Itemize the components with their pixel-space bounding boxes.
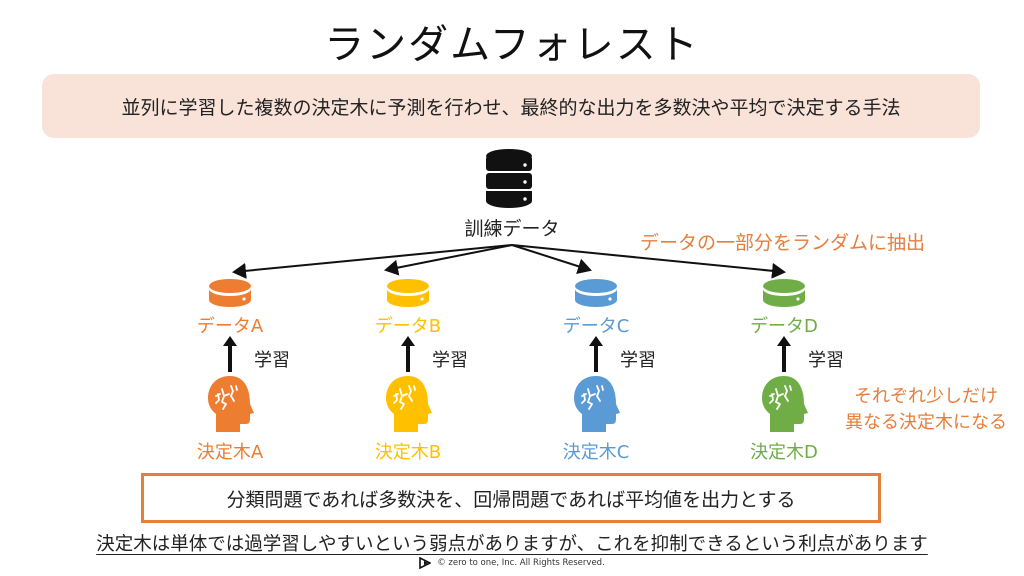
- data-label: データB: [374, 316, 442, 337]
- brain-head-icon: [208, 376, 254, 432]
- arrow-to-data-a: [232, 244, 513, 279]
- advantage-note: 決定木は単体では過学習しやすいという弱点がありますが、これを抑制できるという利点…: [0, 530, 1024, 556]
- difference-note-line-1: それぞれ少しだけ: [854, 386, 998, 407]
- up-arrow-icon: [777, 336, 791, 372]
- learn-label: 学習: [808, 350, 844, 371]
- learn-label: 学習: [620, 350, 656, 371]
- data-subset-icon: [763, 279, 805, 307]
- data-label: データC: [562, 316, 630, 337]
- up-arrow-icon: [589, 336, 603, 372]
- page-title: ランダムフォレスト: [324, 22, 700, 68]
- data-subset-icon: [387, 279, 429, 307]
- output-rule-text: 分類問題であれば多数決を、回帰問題であれば平均値を出力とする: [226, 488, 796, 511]
- difference-note-line-2: 異なる決定木になる: [845, 412, 1007, 433]
- summary-box: 並列に学習した複数の決定木に予測を行わせ、最終的な出力を多数決や平均で決定する手…: [42, 74, 980, 138]
- copyright-text: © zero to one, Inc. All Rights Reserved.: [437, 558, 605, 568]
- advantage-text: 決定木は単体では過学習しやすいという弱点がありますが、これを抑制できるという利点…: [96, 534, 928, 555]
- tree-label: 決定木A: [196, 442, 264, 463]
- output-rule-box: 分類問題であれば多数決を、回帰問題であれば平均値を出力とする: [141, 473, 881, 523]
- tree-label: 決定木D: [750, 442, 818, 463]
- data-label: データD: [750, 316, 818, 337]
- difference-note: それぞれ少しだけ 異なる決定木になる: [828, 384, 1024, 436]
- up-arrow-icon: [223, 336, 237, 372]
- brain-head-icon: [762, 376, 808, 432]
- play-logo-icon: [419, 557, 432, 569]
- brain-head-icon: [574, 376, 620, 432]
- tree-label: 決定木C: [562, 442, 630, 463]
- learn-label: 学習: [432, 350, 468, 371]
- arrow-to-data-b: [384, 244, 513, 276]
- learn-label: 学習: [254, 350, 290, 371]
- summary-text: 並列に学習した複数の決定木に予測を行わせ、最終的な出力を多数決や平均で決定する手…: [121, 96, 901, 119]
- data-subset-icon: [575, 279, 617, 307]
- tree-label: 決定木B: [374, 442, 442, 463]
- brain-head-icon: [386, 376, 432, 432]
- footer: © zero to one, Inc. All Rights Reserved.: [0, 557, 1024, 569]
- data-subset-icon: [209, 279, 251, 307]
- database-icon: [486, 149, 532, 208]
- sampling-note: データの一部分をランダムに抽出: [640, 232, 926, 254]
- up-arrow-icon: [401, 336, 415, 372]
- training-data-label: 訓練データ: [464, 218, 560, 240]
- arrow-to-data-c: [511, 244, 592, 274]
- data-label: データA: [196, 316, 264, 337]
